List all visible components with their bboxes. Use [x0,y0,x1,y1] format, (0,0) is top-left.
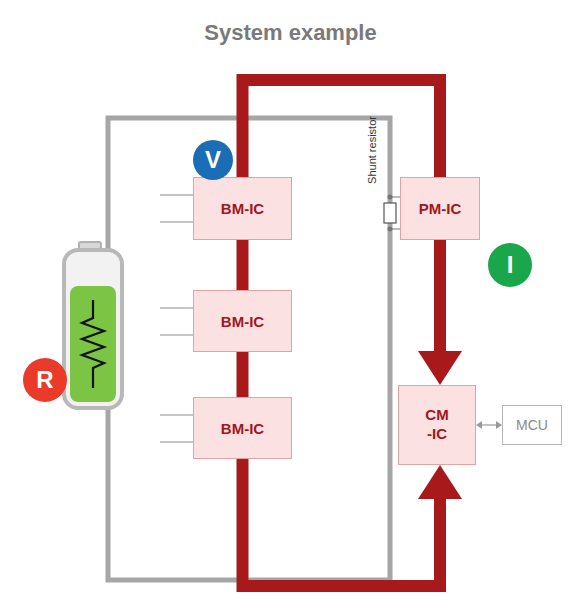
pm-ic-box: PM-IC [400,177,480,240]
shunt-resistor [384,203,396,223]
resistor-symbol [82,300,104,388]
node-text: PM-IC [419,200,462,217]
gray-wire [108,118,390,580]
node-text: CM -IC [425,406,448,444]
shunt-label: Shunt resistor [366,116,378,184]
bm-ic-box: BM-IC [193,290,292,352]
node-text: BM-IC [221,420,264,437]
node-text: R [36,366,53,394]
bm-ic-box: BM-IC [193,397,292,459]
node-text: BM-IC [221,200,264,217]
node-text: BM-IC [221,313,264,330]
title: System example [0,20,581,46]
power-path [242,352,243,397]
callout-circle: R [23,358,67,402]
node-text: V [205,146,221,174]
node-text: I [507,251,514,279]
power-path [243,80,441,177]
mcu-box: MCU [502,405,562,445]
bm-ic-box: BM-IC [193,177,292,240]
node-text: MCU [516,417,548,433]
signal-line [476,421,502,429]
power-path [242,240,243,290]
callout-circle: V [193,140,233,180]
cm-ic-box: CM -IC [398,385,476,465]
battery [64,242,122,408]
callout-circle: I [488,243,532,287]
power-path [418,240,462,385]
power-path [243,459,463,586]
